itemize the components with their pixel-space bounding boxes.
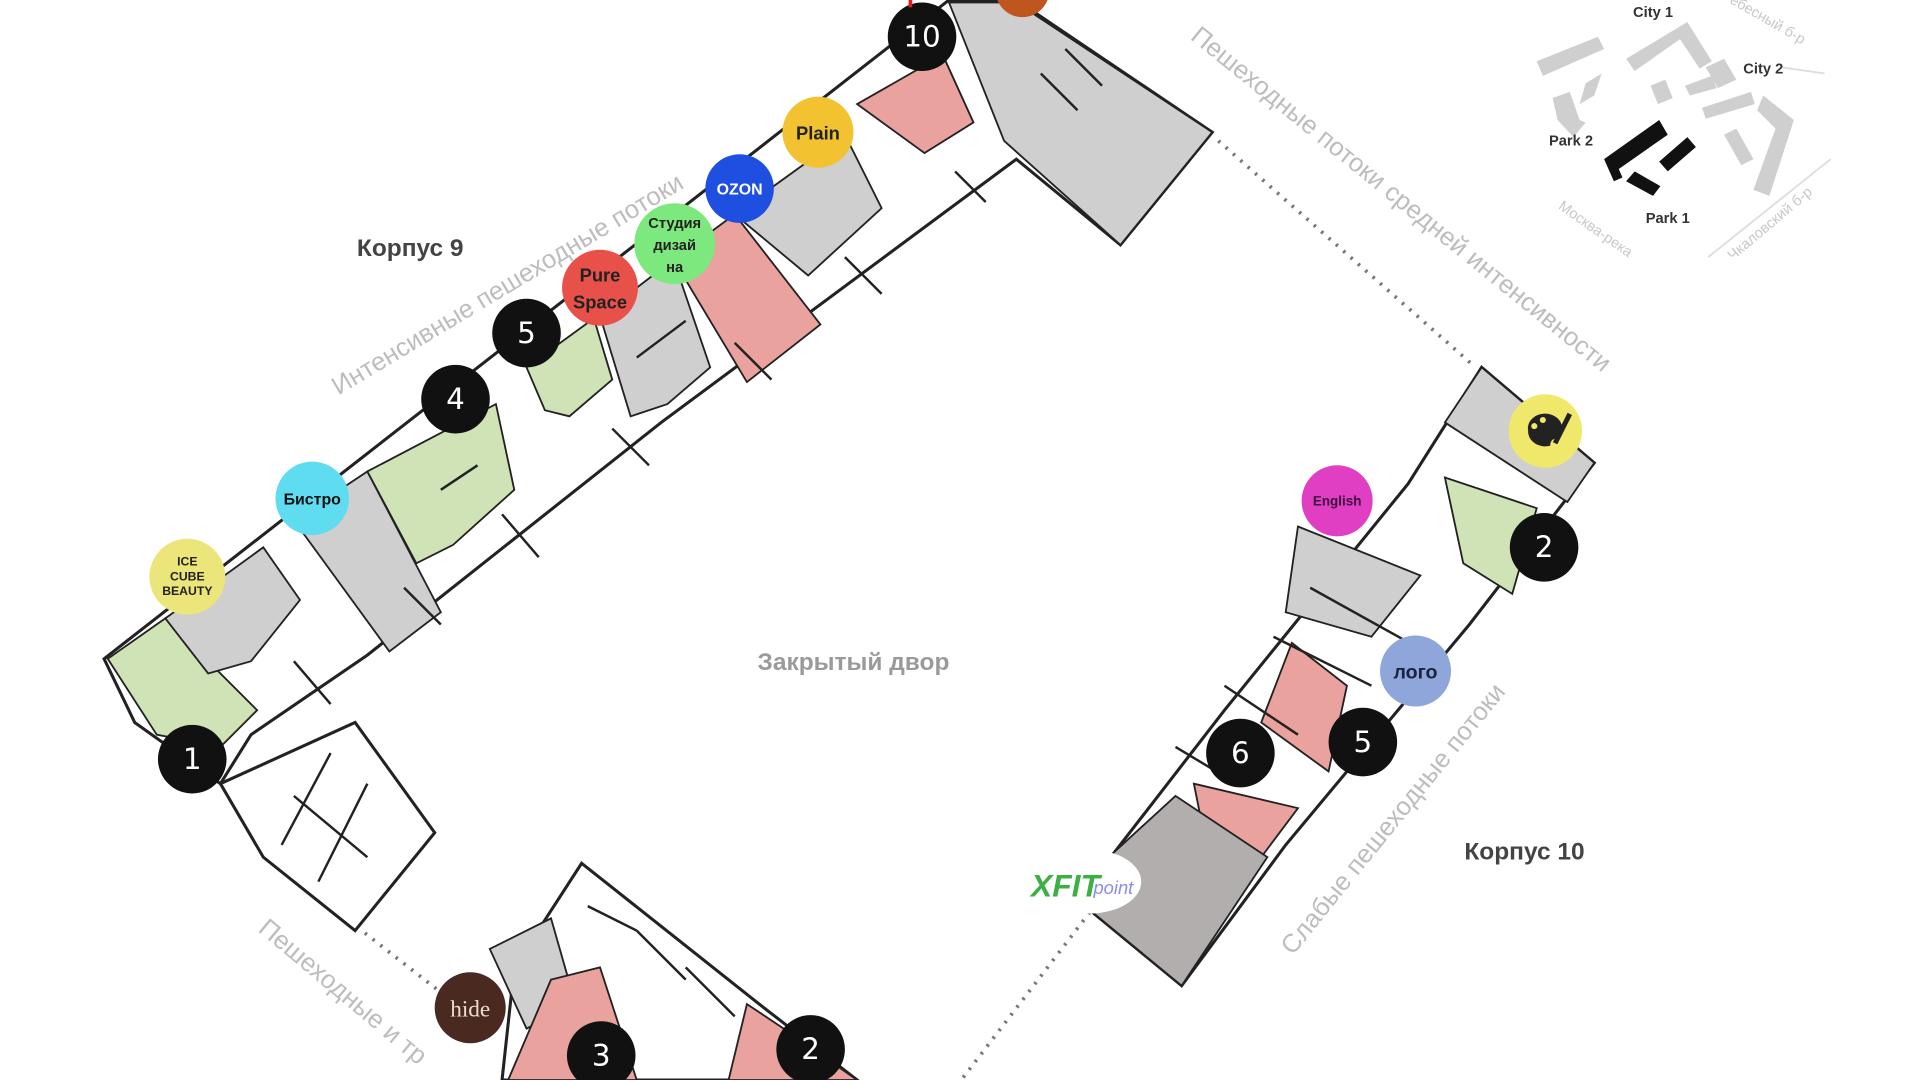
tenant-logo[interactable]: лого bbox=[1380, 635, 1452, 707]
svg-text:English: English bbox=[1313, 494, 1362, 509]
palette-icon bbox=[1527, 412, 1572, 447]
unit-marker-4[interactable]: 4 bbox=[421, 364, 490, 434]
tenant-plain[interactable]: Plain bbox=[782, 96, 854, 168]
svg-text:2: 2 bbox=[1535, 530, 1554, 564]
svg-text:City 1: City 1 bbox=[1633, 5, 1673, 21]
tenant-english[interactable]: English bbox=[1301, 465, 1373, 537]
tenant-hide[interactable]: hide bbox=[434, 972, 506, 1044]
tenant-bistro[interactable]: Бистро bbox=[275, 461, 349, 536]
korpus-10-label: Корпус 10 bbox=[1464, 839, 1584, 866]
svg-text:Студия: Студия bbox=[648, 216, 701, 232]
unit-marker-6[interactable]: 6 bbox=[1206, 718, 1275, 788]
svg-text:hide: hide bbox=[450, 996, 490, 1022]
tenant-pure-space[interactable]: Pure Space bbox=[562, 249, 638, 326]
svg-text:Москва-река: Москва-река bbox=[1555, 198, 1636, 261]
walkway-dotted-line bbox=[363, 931, 445, 996]
location-minimap: City 1 City 2 Park 2 Park 1 ебесный б-р … bbox=[1536, 0, 1832, 264]
svg-text:4: 4 bbox=[446, 382, 465, 416]
tenant-art-studio[interactable] bbox=[1508, 394, 1583, 468]
svg-text:Park 2: Park 2 bbox=[1549, 134, 1593, 150]
svg-text:5: 5 bbox=[1354, 725, 1373, 759]
unit-marker-5[interactable]: 5 bbox=[492, 298, 561, 368]
svg-text:дизай: дизай bbox=[653, 238, 696, 254]
svg-text:City 2: City 2 bbox=[1743, 61, 1783, 77]
unit-marker-3[interactable]: 3 bbox=[566, 1021, 636, 1080]
left-block bbox=[218, 720, 437, 933]
unit-marker-1[interactable]: 1 bbox=[157, 724, 227, 794]
svg-text:6: 6 bbox=[1231, 736, 1250, 770]
svg-text:Park 1: Park 1 bbox=[1646, 211, 1690, 227]
flow-label-medium: Пешеходные потоки средней интенсивности bbox=[1186, 21, 1617, 377]
partial-marker bbox=[997, 0, 1048, 18]
svg-text:ебесный б-р: ебесный б-р bbox=[1727, 0, 1808, 48]
svg-text:point: point bbox=[1092, 877, 1134, 898]
svg-text:5: 5 bbox=[517, 316, 536, 350]
tenant-ice-cube-beauty[interactable]: ICE CUBE BEAUTY bbox=[149, 538, 226, 615]
walkway-dotted-line bbox=[959, 911, 1092, 1080]
svg-text:1: 1 bbox=[183, 742, 202, 776]
unit-marker-2-k10[interactable]: 2 bbox=[1509, 513, 1579, 582]
svg-text:Space: Space bbox=[573, 292, 627, 313]
svg-text:Plain: Plain bbox=[796, 123, 840, 144]
svg-text:лого: лого bbox=[1394, 661, 1438, 683]
svg-text:ICE: ICE bbox=[177, 555, 197, 569]
tenant-design-studio[interactable]: Студия дизай на bbox=[634, 203, 716, 285]
svg-text:Бистро: Бистро bbox=[284, 491, 342, 508]
svg-text:Чкаловский б-р: Чкаловский б-р bbox=[1725, 184, 1816, 264]
unit-marker-10[interactable]: 10 bbox=[887, 0, 957, 72]
walkway-dotted-line bbox=[1217, 139, 1477, 369]
tenant-xfit-point[interactable]: XFIT point bbox=[1029, 849, 1142, 914]
korpus-9-wing bbox=[102, 0, 1215, 786]
svg-text:2: 2 bbox=[801, 1032, 820, 1066]
svg-text:CUBE: CUBE bbox=[170, 569, 205, 583]
svg-text:10: 10 bbox=[903, 20, 940, 54]
svg-text:3: 3 bbox=[592, 1038, 611, 1072]
closed-yard-label: Закрытый двор bbox=[758, 649, 950, 676]
svg-text:BEAUTY: BEAUTY bbox=[162, 584, 212, 598]
left-block-walls bbox=[280, 752, 369, 883]
tenant-ozon[interactable]: OZON bbox=[705, 154, 774, 223]
flow-label-bottom: Пешеходные и тр bbox=[253, 914, 432, 1070]
svg-text:OZON: OZON bbox=[717, 182, 763, 199]
unit-marker-2-bottom[interactable]: 2 bbox=[776, 1015, 845, 1080]
svg-text:на: на bbox=[666, 260, 684, 276]
korpus-9-label: Корпус 9 bbox=[357, 235, 464, 262]
svg-text:Pure: Pure bbox=[580, 265, 621, 286]
unit-marker-5-k10[interactable]: 5 bbox=[1328, 707, 1398, 777]
svg-text:XFIT: XFIT bbox=[1029, 867, 1103, 903]
